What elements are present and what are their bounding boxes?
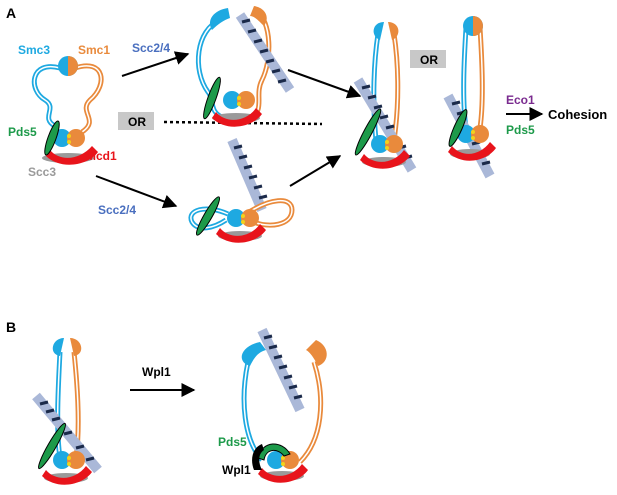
arrow-top-to-entrapped [287, 69, 362, 99]
arrow-to-top-complex [121, 51, 190, 77]
pds5-shape [44, 120, 60, 156]
panel-letter-a: A [6, 5, 16, 21]
label-cohesion: Cohesion [548, 107, 607, 122]
label-smc3: Smc3 [18, 43, 50, 57]
label-scc3: Scc3 [28, 165, 56, 179]
cohesin-b-released [241, 327, 327, 483]
mcd1-shape [46, 146, 98, 165]
arrow-bottom-to-entrapped [289, 155, 342, 187]
cohesin-ring-open [31, 56, 104, 165]
or-label-1: OR [128, 115, 146, 129]
cohesin-entrapped-2 [443, 16, 496, 179]
or-box-2 [410, 50, 446, 68]
wpl1-shape-b [252, 444, 264, 470]
pds5-arc-b [257, 443, 291, 461]
or-box-1 [118, 112, 154, 130]
label-pds5: Pds5 [8, 125, 37, 139]
cohesin-bottom-dna-entry [188, 138, 295, 243]
label-mcd1: Mcd1 [86, 149, 117, 163]
cohesin-b-entrapped [32, 338, 102, 485]
label-pds5-b: Pds5 [218, 435, 247, 449]
label-eco1: Eco1 [506, 93, 535, 107]
cohesin-entrapped-1 [353, 22, 417, 173]
label-wpl1-arrow: Wpl1 [142, 365, 171, 379]
arrow-to-bottom-complex [95, 175, 178, 209]
label-wpl1-b: Wpl1 [222, 463, 251, 477]
or-label-2: OR [420, 53, 438, 67]
panel-letter-b: B [6, 319, 16, 335]
label-pds5-right: Pds5 [506, 123, 535, 137]
cohesin-top-dna-entry [195, 6, 295, 127]
label-smc1: Smc1 [78, 43, 110, 57]
hinge-smc1 [68, 56, 78, 76]
label-scc24-bottom: Scc2/4 [98, 203, 136, 217]
label-scc24-top: Scc2/4 [132, 41, 170, 55]
